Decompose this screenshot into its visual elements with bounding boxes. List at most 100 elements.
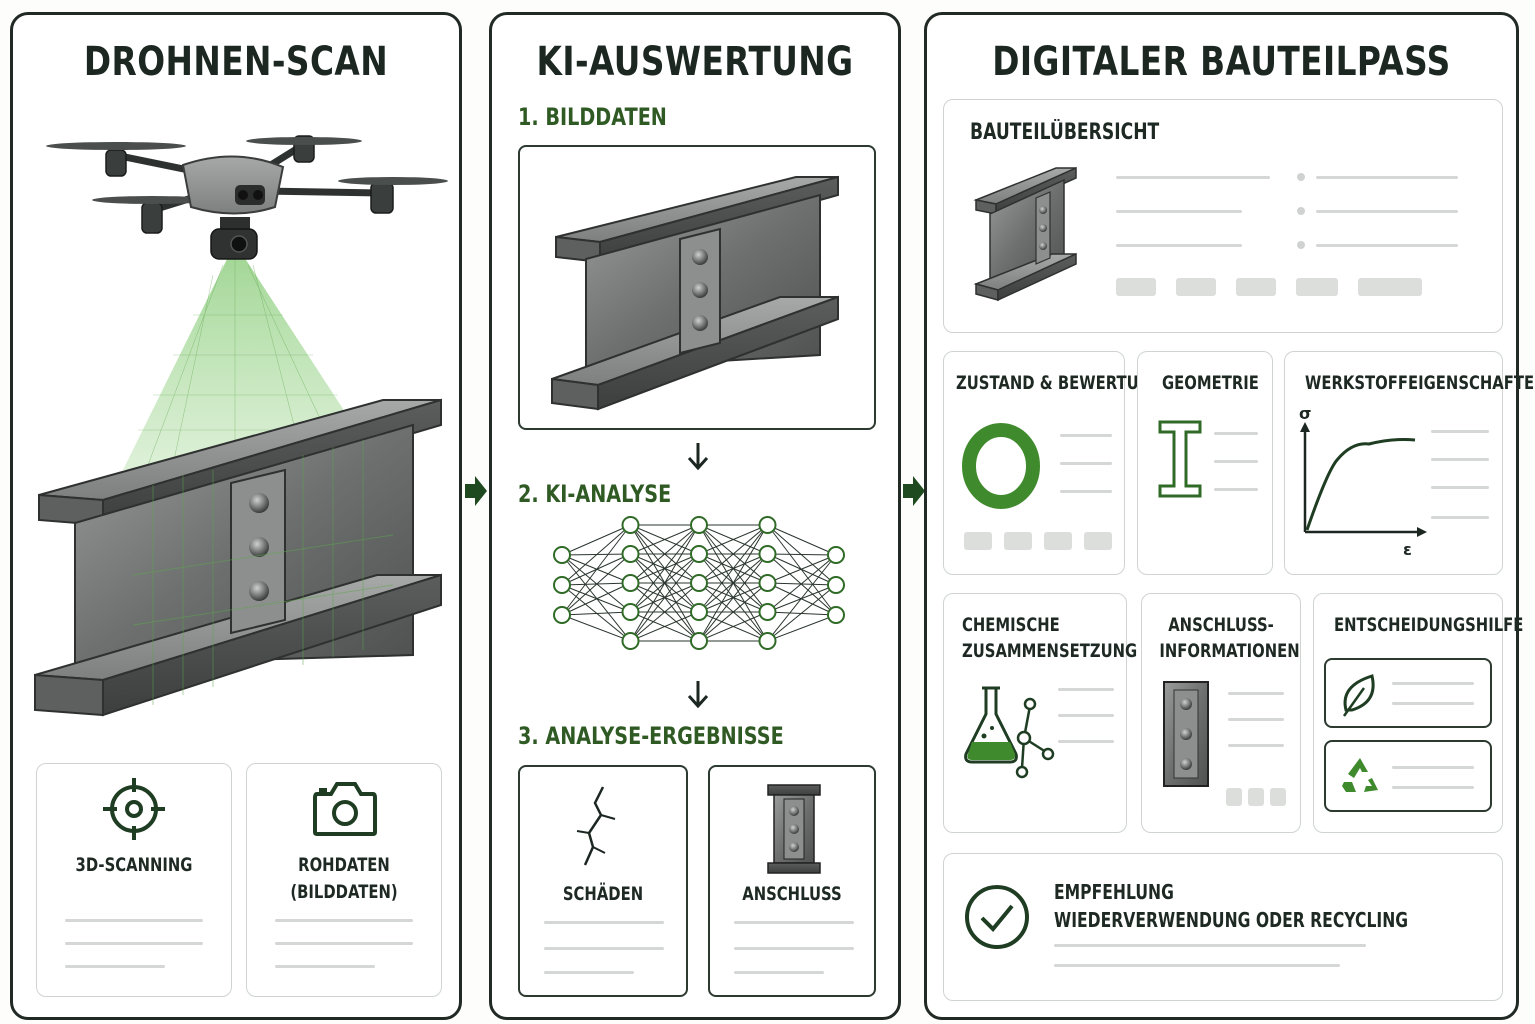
- component-pass-panel: DIGITALER BAUTEILPASS BAUTEILÜBERSICHT: [924, 12, 1535, 1020]
- nn-node: [690, 603, 708, 621]
- nn-node: [690, 632, 708, 650]
- nn-connection: [630, 524, 700, 584]
- raw-data-label-2: (BILDDATEN): [290, 881, 398, 903]
- decision-support-label: ENTSCHEIDUNGSHILFE: [1334, 614, 1524, 636]
- camera-icon: [313, 782, 377, 836]
- i-profile-icon: [1158, 420, 1202, 498]
- nn-node: [553, 576, 571, 594]
- drone-scan-illustration: [34, 135, 448, 717]
- geometry-card: GEOMETRIE: [1137, 351, 1273, 575]
- nn-node: [621, 574, 640, 592]
- condition-label: ZUSTAND & BEWERTUNG: [956, 372, 1164, 394]
- nn-connection: [698, 524, 768, 642]
- nn-connection: [630, 524, 700, 613]
- down-arrow-icon: [687, 681, 709, 709]
- geometry-label: GEOMETRIE: [1162, 372, 1259, 394]
- nn-connection: [767, 524, 837, 556]
- nn-node: [621, 632, 640, 650]
- material-label: WERKSTOFFEIGENSCHAFTEN: [1305, 372, 1535, 394]
- overview-label: BAUTEILÜBERSICHT: [970, 120, 1160, 145]
- reuse-option: [1324, 658, 1492, 728]
- nn-connection: [698, 524, 768, 613]
- steel-beam-thumbnail: [973, 166, 1077, 302]
- nn-node: [690, 516, 708, 534]
- nn-connection: [561, 614, 631, 642]
- down-arrow-icon: [687, 443, 709, 471]
- scanning-label: 3D-SCANNING: [75, 854, 193, 876]
- connection-info-label-1: ANSCHLUSS-: [1168, 614, 1274, 636]
- bolted-plate-icon: [1163, 681, 1209, 787]
- steel-beam-illustration: [551, 175, 839, 411]
- ki-title: KI-AUSWERTUNG: [536, 39, 854, 85]
- chemistry-label-2: ZUSAMMENSETZUNG: [962, 640, 1138, 662]
- nn-node: [553, 606, 571, 624]
- nn-connection: [630, 524, 700, 642]
- step-1-label: 1. BILDDATEN: [518, 103, 667, 131]
- recommendation-card: EMPFEHLUNG WIEDERVERWENDUNG ODER RECYCLI…: [943, 853, 1503, 1001]
- overview-card: BAUTEILÜBERSICHT: [943, 99, 1503, 333]
- nn-connection: [561, 524, 631, 586]
- nn-connection: [767, 554, 837, 613]
- nn-node: [758, 603, 777, 621]
- nn-node: [621, 516, 640, 534]
- nn-node: [827, 576, 845, 594]
- leaf-icon: [1342, 674, 1375, 717]
- flow-arrow-icon: [465, 476, 487, 506]
- step-3-label: 3. ANALYSE-ERGEBNISSE: [518, 722, 784, 750]
- condition-card: ZUSTAND & BEWERTUNG: [943, 351, 1163, 575]
- nn-connection: [698, 524, 768, 584]
- nn-node: [758, 516, 777, 534]
- raw-data-label-1: ROHDATEN: [298, 854, 390, 876]
- damage-label: SCHÄDEN: [562, 883, 644, 905]
- neural-network-diagram: [553, 516, 845, 650]
- nn-connection: [767, 554, 837, 584]
- ki-panel: KI-AUSWERTUNG 1. BILDDATEN 2. KI-ANALYSE…: [489, 12, 901, 1020]
- sigma-label: σ: [1299, 404, 1312, 423]
- connection-result-card: ANSCHLUSS: [708, 765, 876, 997]
- nn-node: [690, 545, 708, 563]
- recommendation-text: WIEDERVERWENDUNG ODER RECYCLING: [1054, 908, 1409, 932]
- nn-connection: [630, 582, 700, 642]
- nn-connection: [561, 611, 631, 616]
- crack-icon: [576, 786, 616, 866]
- nn-connection: [561, 553, 631, 616]
- nn-connection: [698, 611, 768, 642]
- nn-connection: [561, 582, 631, 616]
- nn-connection: [698, 553, 768, 642]
- drone-scan-panel: DROHNEN-SCAN: [10, 12, 462, 1020]
- stress-strain-chart-icon: [1300, 422, 1427, 537]
- connection-info-card: ANSCHLUSS- INFORMATIONEN: [1141, 593, 1301, 833]
- nn-node: [758, 632, 777, 650]
- chemistry-label-1: CHEMISCHE: [962, 614, 1060, 636]
- epsilon-label: ε: [1403, 540, 1412, 559]
- nn-connection: [767, 554, 837, 642]
- ring-gauge-icon: [962, 423, 1040, 509]
- decision-support-card: ENTSCHEIDUNGSHILFE: [1313, 593, 1523, 833]
- nn-connection: [630, 611, 700, 642]
- raw-data-card: ROHDATEN (BILDDATEN): [246, 763, 442, 997]
- recycle-icon: [1342, 758, 1378, 792]
- nn-connection: [698, 582, 768, 642]
- damage-result-card: SCHÄDEN: [518, 765, 688, 997]
- drone-scan-title: DROHNEN-SCAN: [83, 39, 389, 85]
- image-data-card: [518, 145, 876, 430]
- nn-node: [621, 603, 640, 621]
- nn-connection: [767, 584, 837, 642]
- scanning-card: 3D-SCANNING: [36, 763, 232, 997]
- nn-connection: [767, 614, 837, 642]
- crosshair-icon: [103, 778, 165, 840]
- nn-connection: [630, 524, 700, 555]
- connection-label: ANSCHLUSS: [742, 883, 842, 905]
- recycling-option: [1324, 740, 1492, 812]
- bolted-connection-icon: [767, 784, 821, 874]
- nn-connection: [630, 553, 700, 642]
- nn-node: [621, 545, 640, 563]
- step-2-label: 2. KI-ANALYSE: [518, 480, 672, 508]
- checkmark-circle-icon: [965, 885, 1029, 949]
- nn-node: [758, 545, 777, 563]
- nn-node: [690, 574, 708, 592]
- component-pass-title: DIGITALER BAUTEILPASS: [992, 39, 1451, 85]
- chemistry-card: CHEMISCHE ZUSAMMENSETZUNG: [943, 593, 1137, 833]
- nn-node: [827, 546, 845, 564]
- nn-node: [758, 574, 777, 592]
